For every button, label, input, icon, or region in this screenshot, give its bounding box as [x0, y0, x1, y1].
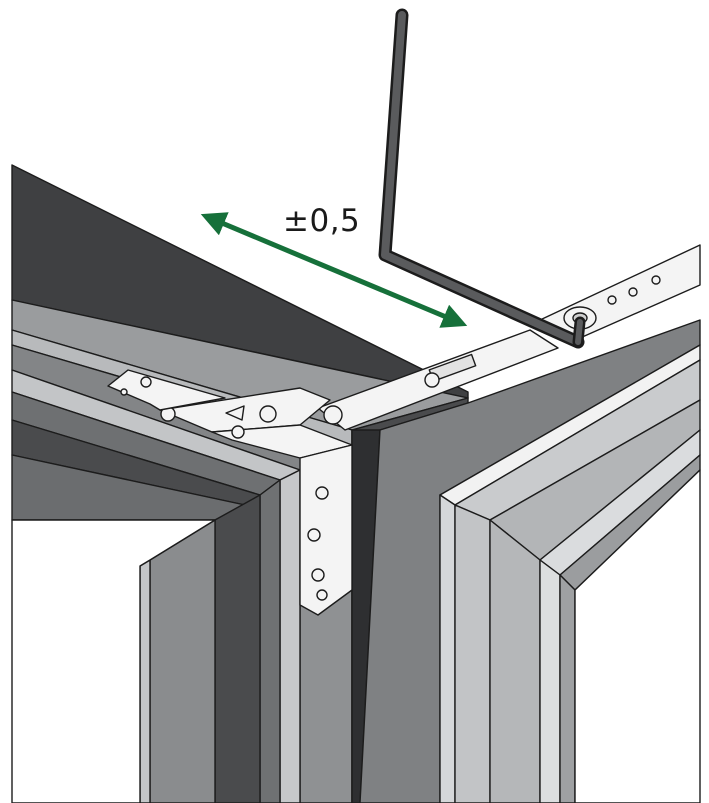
sash-stile-face-2 [279, 469, 301, 803]
arm-pivot [323, 405, 343, 425]
right-frame [359, 319, 701, 803]
glass-pane-left [11, 519, 216, 803]
arm-rivet [424, 372, 440, 388]
bracket-screw [316, 589, 328, 601]
rail-screw-hole [628, 287, 638, 297]
sub-screw [231, 425, 245, 439]
rail-screw-hole [651, 275, 661, 285]
right-stile-2 [454, 504, 491, 803]
bracket-screw [307, 528, 321, 542]
frame-rebate [351, 429, 381, 803]
hinge-hardware [107, 244, 701, 616]
arm-center-rivet [259, 405, 277, 423]
sash-stile-bead [149, 519, 216, 803]
hinge-arm-short[interactable] [159, 387, 331, 433]
base-screw [120, 388, 128, 396]
sash-stile-face-3 [259, 479, 281, 803]
right-stile-4 [539, 559, 561, 803]
corner-bracket[interactable] [299, 444, 353, 616]
hinge-base-plate[interactable] [107, 369, 226, 411]
hex-key-icon [378, 8, 586, 349]
double-arrow-icon [200, 212, 468, 328]
glass-pane-right [574, 469, 701, 803]
adjustment-tolerance-label: ±0,5 [283, 203, 361, 239]
right-stile-3 [489, 519, 541, 803]
arm-triangle-mark [225, 405, 245, 421]
left-sash [11, 164, 469, 803]
bracket-screw [311, 568, 325, 582]
right-stile-5 [559, 574, 576, 803]
right-stile-1 [439, 494, 456, 803]
sash-stile-dark [214, 494, 261, 803]
rail-screw-hole [607, 295, 617, 305]
sash-stile-bead-light [139, 559, 151, 803]
base-screw [140, 376, 152, 388]
bracket-screw [315, 486, 329, 500]
hinge-rail-plate[interactable] [539, 244, 701, 339]
